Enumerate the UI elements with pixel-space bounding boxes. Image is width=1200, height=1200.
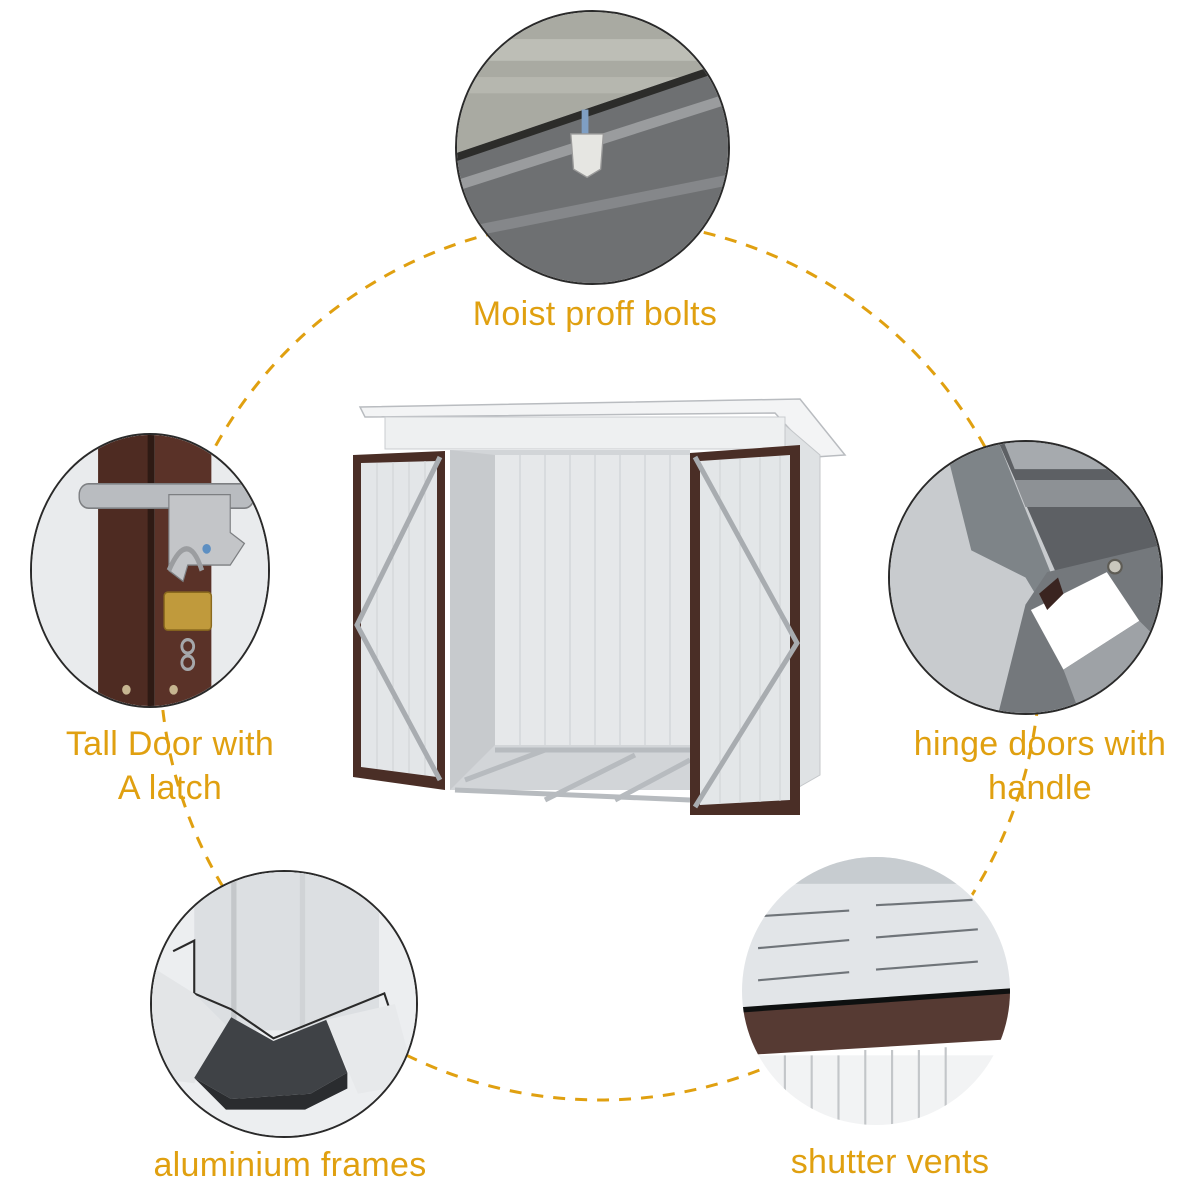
vent-closeup-icon xyxy=(742,857,1010,1125)
shed-product-image xyxy=(345,395,855,835)
storage-shed-icon xyxy=(353,398,847,815)
bolt-closeup-icon xyxy=(457,12,728,283)
callout-hinge xyxy=(888,440,1163,715)
label-frames: aluminium frames xyxy=(153,1146,427,1184)
callout-bolts xyxy=(455,10,730,285)
label-latch-line2: A latch xyxy=(117,769,223,807)
label-hinge-line1: hinge doors with xyxy=(913,725,1167,763)
frame-foot-closeup-icon xyxy=(152,872,416,1136)
label-hinge-line2: handle xyxy=(988,769,1092,807)
label-latch-line1: Tall Door with xyxy=(65,725,275,763)
padlock-latch-closeup-icon xyxy=(32,435,268,706)
callout-frames xyxy=(150,870,418,1138)
hinge-closeup-icon xyxy=(890,442,1161,713)
label-bolts: Moist proff bolts xyxy=(472,295,718,333)
callout-vents xyxy=(740,855,1012,1127)
label-latch: Tall Door with A latch xyxy=(20,722,320,810)
label-hinge: hinge doors with handle xyxy=(895,722,1185,810)
label-vents: shutter vents xyxy=(790,1143,990,1181)
callout-latch xyxy=(30,433,270,708)
